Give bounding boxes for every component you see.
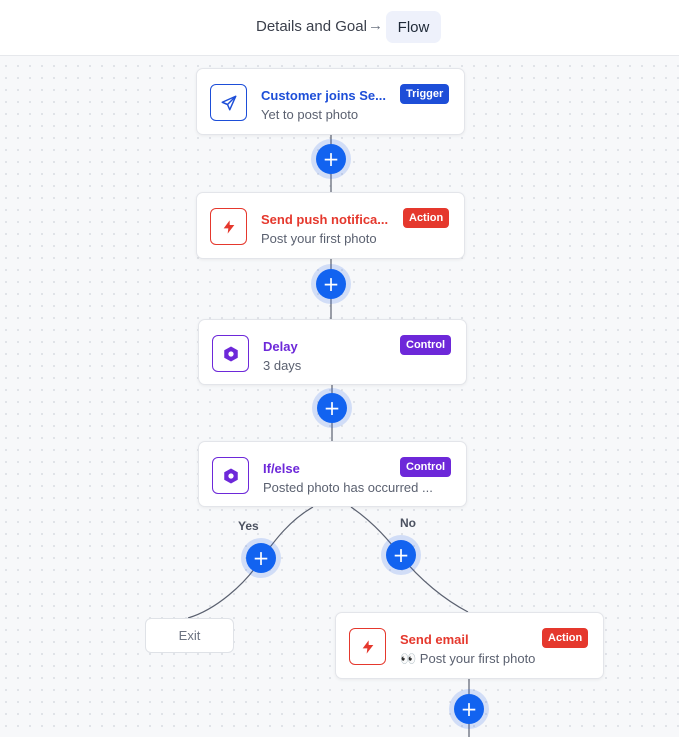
breadcrumb-details-and-goal[interactable]: Details and Goal — [256, 18, 367, 35]
badge-control: Control — [400, 457, 452, 477]
badge-action: Action — [542, 628, 589, 648]
node-title: Customer joins Se... — [261, 88, 386, 103]
badge-action: Action — [403, 208, 450, 228]
add-step-button-no[interactable]: + — [381, 535, 421, 575]
node-subtitle: 👀 Post your first photo — [400, 651, 536, 666]
plus-icon: + — [386, 540, 416, 570]
flow-node-if-else[interactable]: If/else Posted photo has occurred ... Co… — [198, 441, 467, 507]
node-subtitle: 3 days — [263, 358, 302, 373]
flow-node-action-push[interactable]: Send push notifica... Post your first ph… — [196, 192, 465, 259]
add-step-button[interactable]: + — [311, 139, 351, 179]
lightning-icon — [349, 628, 386, 665]
branch-label-yes: Yes — [238, 519, 259, 533]
tab-flow[interactable]: Flow — [386, 11, 441, 43]
send-icon — [210, 84, 247, 121]
add-step-button[interactable]: + — [312, 388, 352, 428]
lightning-icon — [210, 208, 247, 245]
hexagon-icon — [212, 335, 249, 372]
node-subtitle: Yet to post photo — [261, 107, 359, 122]
flow-node-action-email[interactable]: Send email 👀 Post your first photo Actio… — [335, 612, 604, 679]
flow-node-trigger[interactable]: Customer joins Se... Yet to post photo T… — [196, 68, 465, 135]
node-subtitle: Post your first photo — [261, 231, 377, 246]
node-subtitle: Posted photo has occurred ... — [263, 480, 433, 495]
add-step-button[interactable]: + — [449, 689, 489, 729]
add-step-button[interactable]: + — [311, 264, 351, 304]
node-title: Send email — [400, 632, 469, 647]
breadcrumb-arrow-icon: → — [368, 17, 383, 34]
plus-icon: + — [316, 269, 346, 299]
exit-node[interactable]: Exit — [145, 618, 234, 653]
flow-node-delay[interactable]: Delay 3 days Control — [198, 319, 467, 385]
badge-trigger: Trigger — [400, 84, 450, 104]
plus-icon: + — [454, 694, 484, 724]
node-title: Send push notifica... — [261, 212, 389, 227]
badge-control: Control — [400, 335, 452, 355]
plus-icon: + — [316, 144, 346, 174]
node-title: Delay — [263, 339, 298, 354]
branch-label-no: No — [400, 516, 416, 530]
hexagon-icon — [212, 457, 249, 494]
add-step-button-yes[interactable]: + — [241, 538, 281, 578]
plus-icon: + — [246, 543, 276, 573]
node-title: If/else — [263, 461, 300, 476]
plus-icon: + — [317, 393, 347, 423]
top-bar: Details and Goal → Flow — [0, 0, 679, 56]
